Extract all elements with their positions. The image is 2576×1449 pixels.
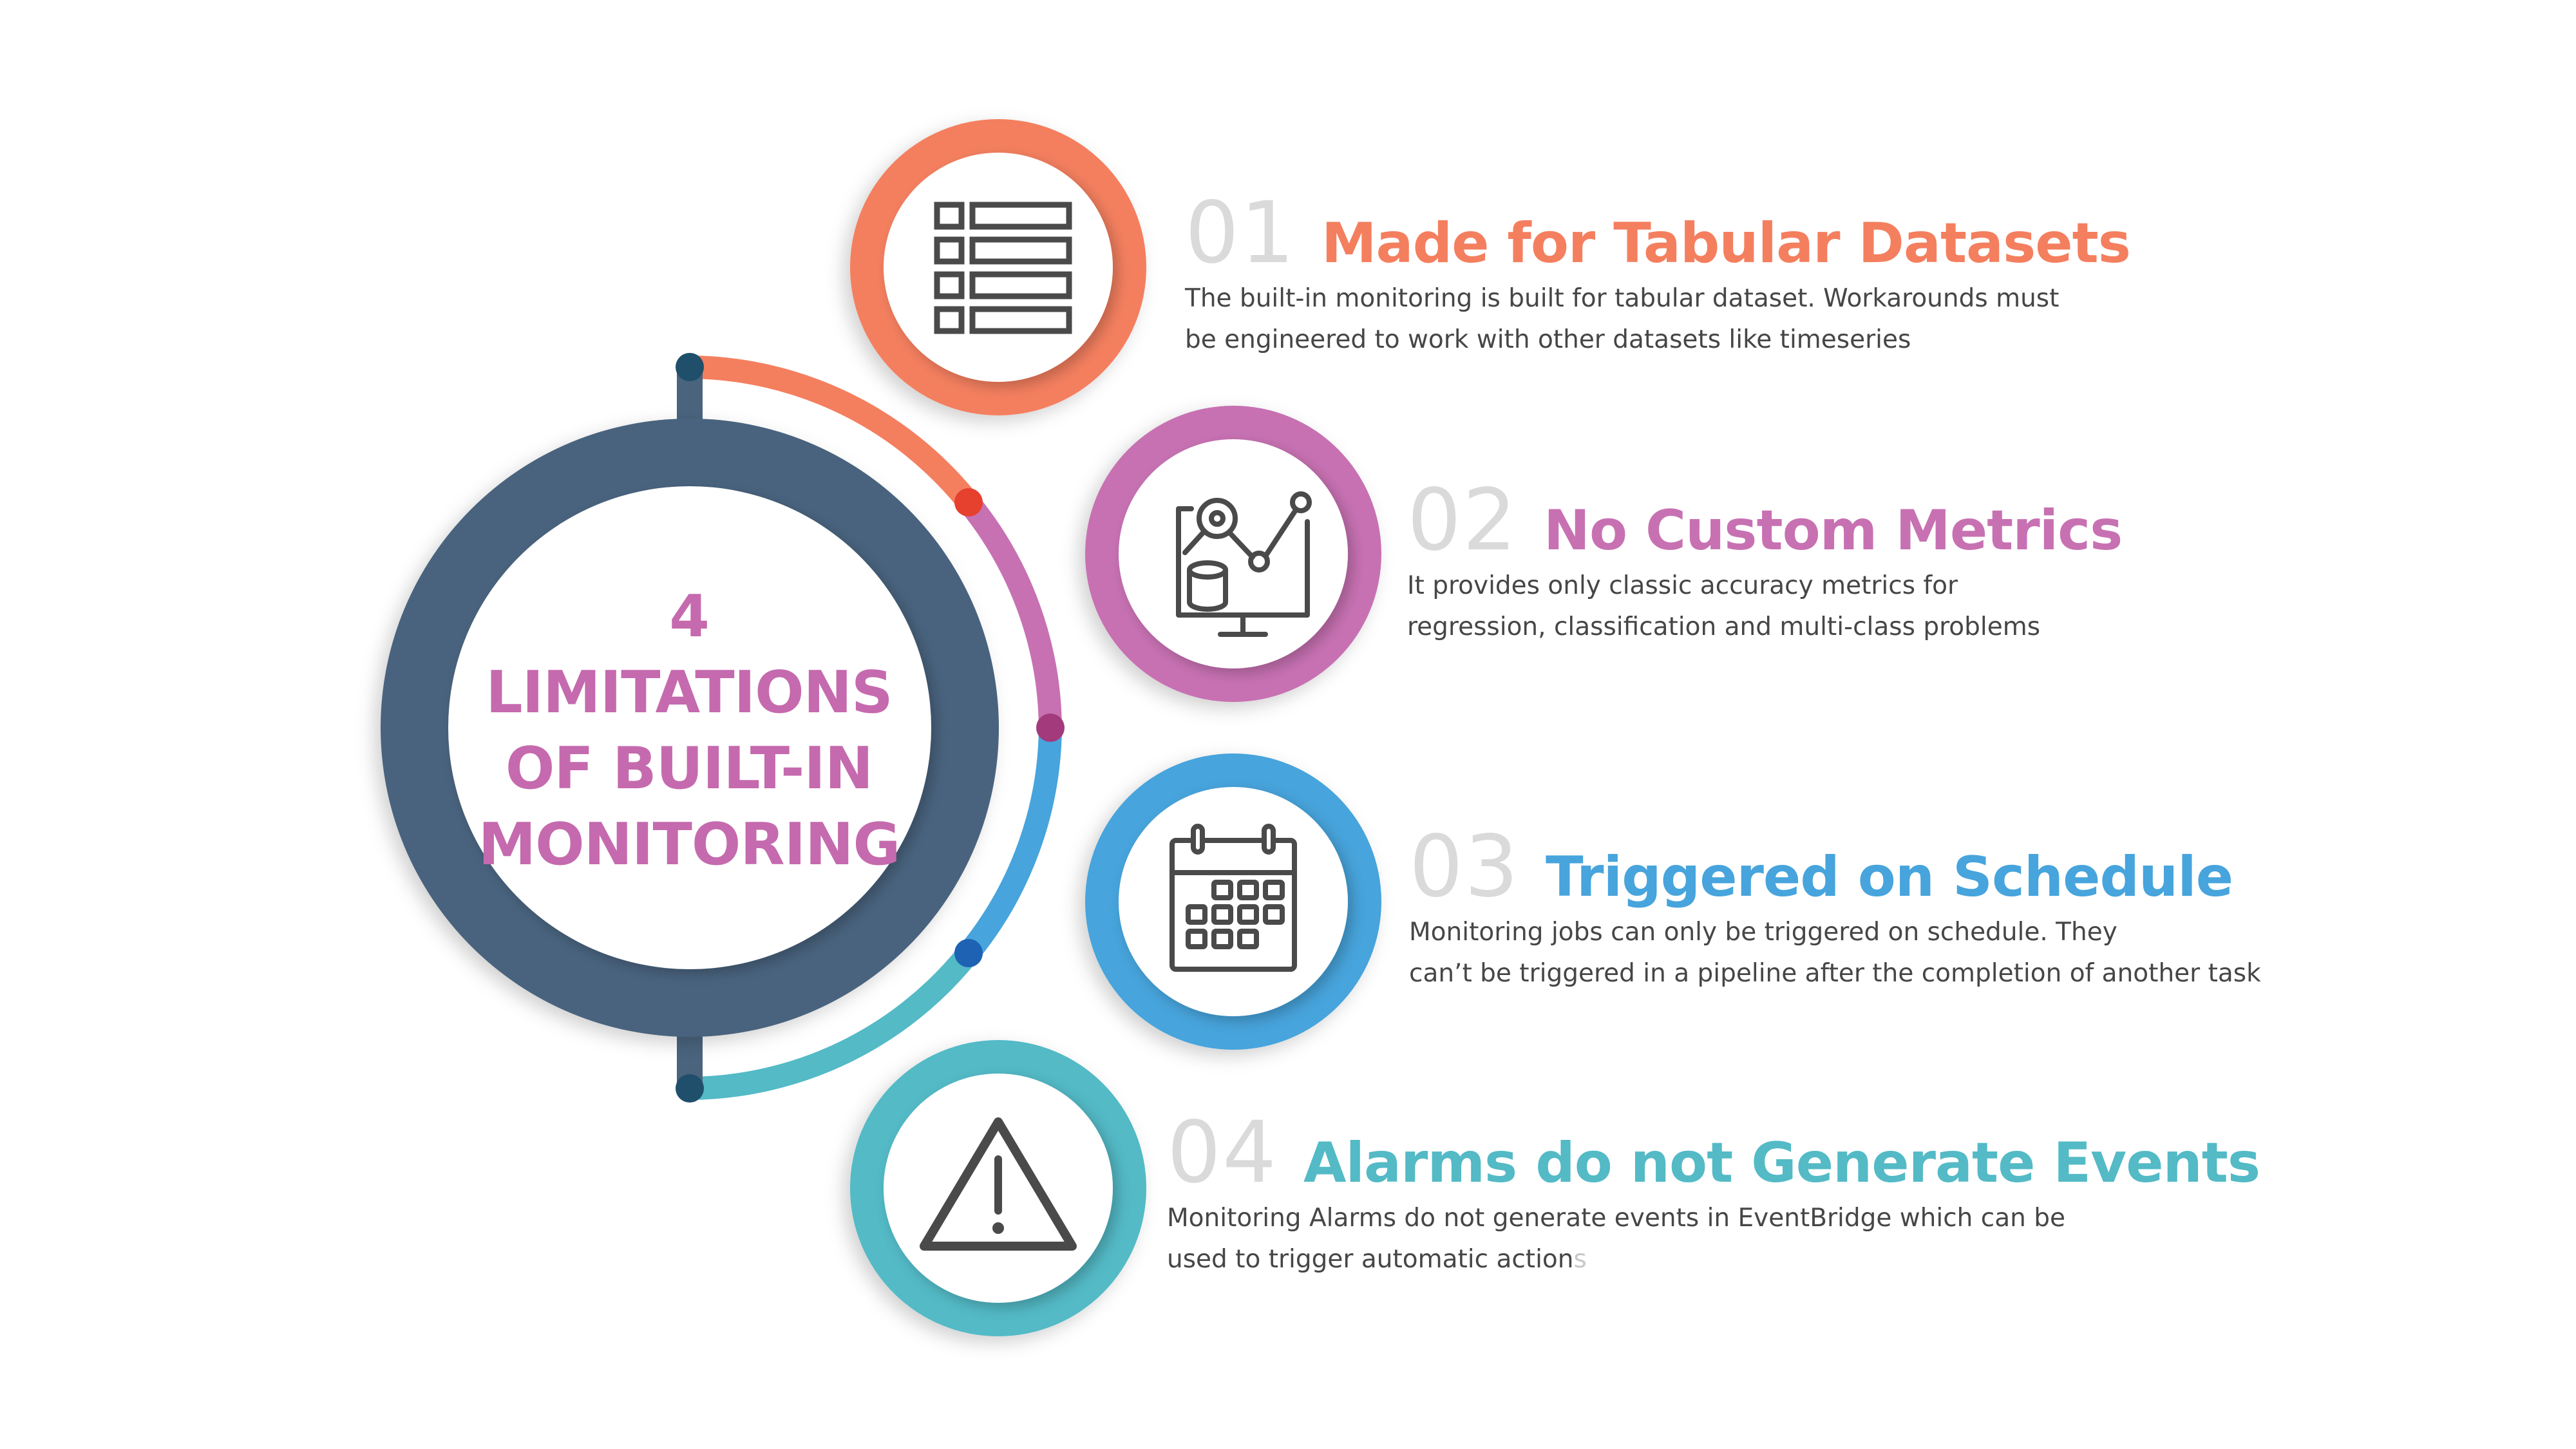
item-description-line-2: be engineered to work with other dataset… bbox=[1185, 325, 1911, 354]
arc-segment-blue bbox=[960, 727, 1062, 961]
item-description-line-1: Monitoring jobs can only be triggered on… bbox=[1409, 918, 2117, 947]
limitation-item-4: 04 Alarms do not Generate Events Monitor… bbox=[1167, 1108, 2260, 1280]
item-description-line-2-text: used to trigger automatic action bbox=[1167, 1245, 1574, 1274]
arc-segment-orange bbox=[689, 355, 978, 510]
center-title-line-3: MONITORING bbox=[478, 811, 901, 878]
item-description-line-1: It provides only classic accuracy metric… bbox=[1407, 571, 1958, 600]
item-ring-1 bbox=[850, 119, 1146, 415]
item-description-line-2: can’t be triggered in a pipeline after t… bbox=[1409, 959, 2261, 988]
item-description-line-1: The built-in monitoring is built for tab… bbox=[1185, 284, 2060, 313]
bottom-stem-cap bbox=[676, 1074, 704, 1103]
junction-dot-1 bbox=[954, 488, 983, 516]
item-heading: 03 Triggered on Schedule bbox=[1409, 822, 2261, 912]
item-title: Alarms do not Generate Events bbox=[1303, 1131, 2260, 1195]
item-description-faded-tail: s bbox=[1573, 1245, 1587, 1274]
item-title: Made for Tabular Datasets bbox=[1321, 211, 2131, 276]
junction-dot-3 bbox=[954, 939, 983, 967]
item-number: 02 bbox=[1407, 471, 1518, 570]
item-ring-3 bbox=[1085, 753, 1381, 1050]
limitation-item-3: 03 Triggered on Schedule Monitoring jobs… bbox=[1409, 822, 2261, 994]
item-number: 03 bbox=[1409, 817, 1520, 916]
item-description-line-1: Monitoring Alarms do not generate events… bbox=[1167, 1204, 2065, 1233]
item-description: Monitoring jobs can only be triggered on… bbox=[1409, 912, 2261, 994]
item-description-line-2: used to trigger automatic actions bbox=[1167, 1239, 2260, 1280]
item-description: Monitoring Alarms do not generate events… bbox=[1167, 1198, 2260, 1280]
item-heading: 01 Made for Tabular Datasets bbox=[1185, 184, 2131, 283]
item-description-line-2: regression, classification and multi-cla… bbox=[1407, 612, 2041, 641]
item-number: 04 bbox=[1167, 1103, 1278, 1202]
junction-dot-2 bbox=[1036, 714, 1065, 742]
item-ring-2 bbox=[1085, 406, 1381, 702]
analytics-icon bbox=[1176, 491, 1312, 637]
limitation-item-1: 01 Made for Tabular Datasets The built-i… bbox=[1185, 184, 2131, 361]
center-title-line-2: OF BUILT-IN bbox=[505, 735, 873, 802]
center-title-line-1: LIMITATIONS bbox=[486, 659, 893, 726]
hub-ring bbox=[381, 419, 999, 1037]
arc-segment-purple bbox=[960, 495, 1062, 728]
item-description: The built-in monitoring is built for tab… bbox=[1185, 278, 2130, 361]
item-heading: 04 Alarms do not Generate Events bbox=[1167, 1108, 2260, 1198]
top-stem-cap bbox=[676, 353, 704, 381]
table-icon bbox=[934, 202, 1072, 334]
arc-segment-teal bbox=[689, 945, 978, 1100]
item-title: No Custom Metrics bbox=[1543, 498, 2123, 563]
connector-arc bbox=[689, 355, 1062, 1100]
item-title: Triggered on Schedule bbox=[1545, 845, 2233, 909]
item-number: 01 bbox=[1185, 184, 1296, 283]
limitation-item-2: 02 No Custom Metrics It provides only cl… bbox=[1407, 471, 2123, 648]
calendar-icon bbox=[1170, 824, 1297, 972]
warning-icon bbox=[920, 1117, 1077, 1251]
center-title-number: 4 bbox=[669, 583, 710, 650]
center-title: 4 LIMITATIONS OF BUILT-IN MONITORING bbox=[444, 570, 934, 892]
item-description: It provides only classic accuracy metric… bbox=[1407, 565, 2122, 648]
item-heading: 02 No Custom Metrics bbox=[1407, 471, 2123, 570]
